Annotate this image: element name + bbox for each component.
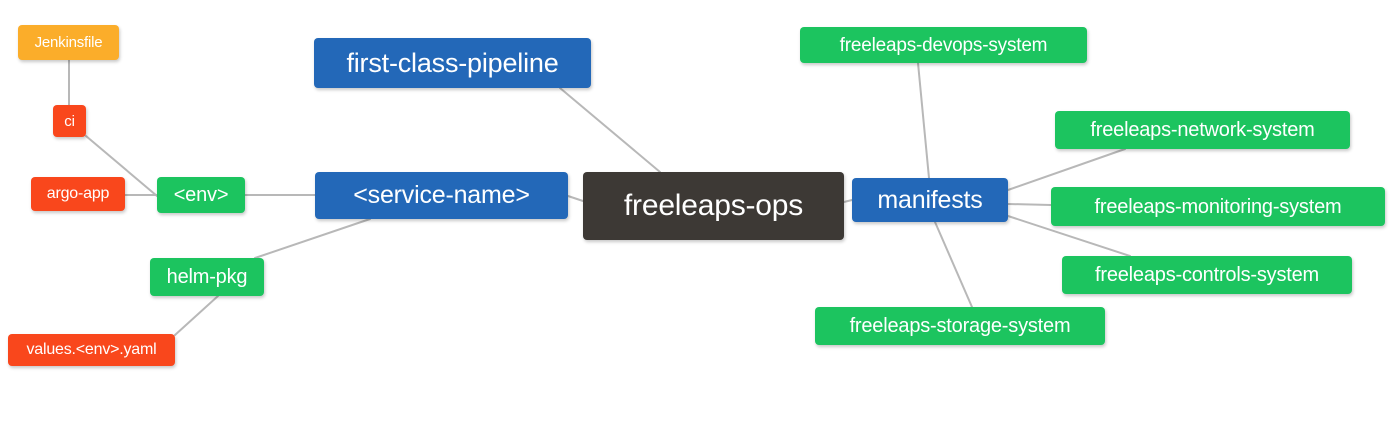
edge-service-name-to-freeleaps-ops [567,195,584,202]
node-freeleaps-ops[interactable]: freeleaps-ops [583,172,844,240]
node-controls-system[interactable]: freeleaps-controls-system [1062,256,1352,294]
node-service-name[interactable]: <service-name> [315,172,568,219]
node-ci[interactable]: ci [53,105,86,137]
edge-first-class-pipeline-to-freeleaps-ops [559,87,661,173]
edge-values-env-yaml-to-helm-pkg [174,295,219,336]
node-storage-system[interactable]: freeleaps-storage-system [815,307,1105,345]
edge-ci-to-env [85,135,158,197]
node-argo-app[interactable]: argo-app [31,177,125,211]
node-network-system[interactable]: freeleaps-network-system [1055,111,1350,149]
node-helm-pkg[interactable]: helm-pkg [150,258,264,296]
edge-freeleaps-ops-to-manifests [843,199,853,203]
node-values-env-yaml[interactable]: values.<env>.yaml [8,334,175,366]
node-jenkinsfile[interactable]: Jenkinsfile [18,25,119,60]
edge-manifests-to-devops-system [917,62,930,179]
node-manifests[interactable]: manifests [852,178,1008,222]
edge-manifests-to-network-system [1007,148,1126,191]
node-env[interactable]: <env> [157,177,245,213]
node-devops-system[interactable]: freeleaps-devops-system [800,27,1087,63]
edge-manifests-to-storage-system [934,221,973,308]
edge-helm-pkg-to-service-name [254,218,371,259]
edge-manifests-to-controls-system [1007,215,1131,257]
edge-manifests-to-monitoring-system [1007,203,1052,206]
node-first-class-pipeline[interactable]: first-class-pipeline [314,38,591,88]
node-monitoring-system[interactable]: freeleaps-monitoring-system [1051,187,1385,226]
